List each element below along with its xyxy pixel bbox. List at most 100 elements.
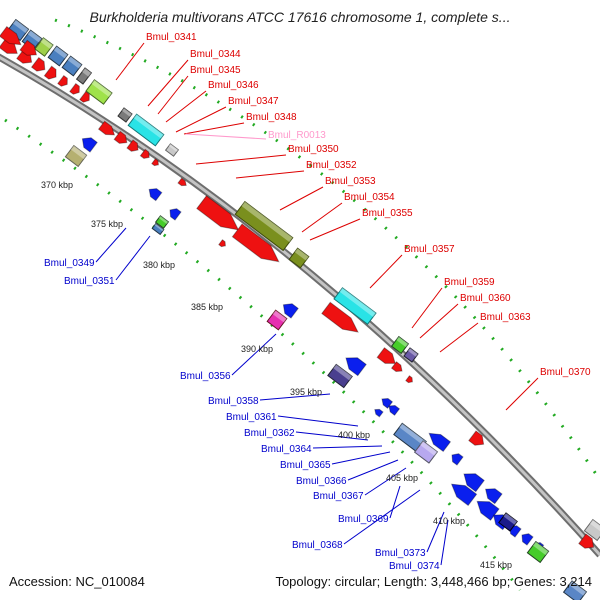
forward-gene-arrow[interactable]	[405, 375, 414, 384]
reverse-gene-arrow[interactable]	[449, 451, 464, 466]
accession-label: Accession: NC_010084	[9, 574, 145, 589]
gene-block[interactable]	[61, 55, 83, 77]
forward-gene-label[interactable]: Bmul_0360	[460, 293, 511, 304]
gene-block[interactable]	[151, 222, 165, 236]
gene-block[interactable]	[526, 540, 550, 564]
reverse-gene-arrow[interactable]	[79, 134, 98, 153]
rna-gene-label[interactable]: Bmul_R0013	[268, 130, 326, 141]
reverse-gene-arrow[interactable]	[473, 496, 500, 521]
reverse-gene-arrow[interactable]	[519, 531, 534, 546]
reverse-gene-arrow[interactable]	[380, 396, 394, 409]
gene-block[interactable]	[403, 347, 419, 363]
reverse-gene-label[interactable]: Bmul_0351	[64, 276, 115, 287]
forward-gene-arrow[interactable]	[390, 361, 405, 374]
forward-gene-label[interactable]: Bmul_0347	[228, 96, 279, 107]
forward-gene-arrow[interactable]	[79, 90, 92, 105]
forward-gene-arrow[interactable]	[231, 223, 283, 268]
gene-block[interactable]	[164, 143, 180, 157]
reverse-gene-label[interactable]: Bmul_0368	[292, 540, 343, 551]
gene-block[interactable]	[75, 67, 93, 85]
forward-gene-label[interactable]: Bmul_0350	[288, 144, 339, 155]
reverse-gene-arrow[interactable]	[482, 484, 503, 505]
forward-gene-label[interactable]: Bmul_0355	[362, 208, 413, 219]
reverse-gene-label[interactable]: Bmul_0362	[244, 428, 295, 439]
forward-gene-label[interactable]: Bmul_0357	[404, 244, 455, 255]
forward-gene-arrow[interactable]	[218, 239, 227, 248]
callout-line	[175, 106, 227, 133]
forward-gene-arrow[interactable]	[97, 120, 118, 139]
forward-gene-label[interactable]: Bmul_0341	[146, 32, 197, 43]
forward-gene-arrow[interactable]	[578, 533, 597, 552]
forward-gene-arrow[interactable]	[177, 177, 188, 188]
forward-gene-arrow[interactable]	[126, 139, 141, 154]
gene-block[interactable]	[85, 79, 113, 105]
gene-block[interactable]	[127, 113, 165, 147]
reverse-gene-label[interactable]: Bmul_0367	[313, 491, 364, 502]
gene-block[interactable]	[333, 287, 377, 325]
callout-line	[505, 377, 539, 411]
forward-gene-arrow[interactable]	[151, 158, 160, 167]
gene-block[interactable]	[327, 363, 353, 389]
gene-block[interactable]	[64, 144, 88, 168]
forward-gene-arrow[interactable]	[69, 82, 82, 97]
forward-gene-label[interactable]: Bmul_0344	[190, 49, 241, 60]
reverse-gene-arrow[interactable]	[280, 300, 299, 319]
gene-block[interactable]	[117, 107, 133, 123]
forward-gene-arrow[interactable]	[376, 347, 399, 368]
gene-block[interactable]	[562, 580, 588, 600]
forward-gene-arrow[interactable]	[468, 430, 487, 449]
reverse-gene-label[interactable]: Bmul_0374	[389, 561, 440, 572]
forward-gene-label[interactable]: Bmul_0354	[344, 192, 395, 203]
forward-gene-label[interactable]: Bmul_0352	[306, 160, 357, 171]
reverse-gene-label[interactable]: Bmul_0365	[280, 460, 331, 471]
outer-ruler	[54, 18, 600, 481]
reverse-gene-label[interactable]: Bmul_0349	[44, 258, 95, 269]
reverse-gene-label[interactable]: Bmul_0373	[375, 548, 426, 559]
forward-gene-arrow[interactable]	[43, 65, 59, 82]
gene-block[interactable]	[288, 247, 310, 269]
reverse-gene-label[interactable]: Bmul_0358	[208, 396, 259, 407]
forward-gene-arrow[interactable]	[196, 195, 243, 236]
reverse-gene-arrow[interactable]	[460, 468, 485, 493]
reverse-gene-label[interactable]: Bmul_0364	[261, 444, 312, 455]
gene-block[interactable]	[498, 512, 518, 532]
reverse-gene-label[interactable]: Bmul_0366	[296, 476, 347, 487]
forward-gene-label[interactable]: Bmul_0346	[208, 80, 259, 91]
reverse-gene-label[interactable]: Bmul_0356	[180, 371, 231, 382]
reverse-gene-arrow[interactable]	[167, 206, 182, 221]
gene-block[interactable]	[413, 440, 439, 464]
forward-gene-arrow[interactable]	[113, 130, 130, 146]
forward-gene-label[interactable]: Bmul_0370	[540, 367, 591, 378]
forward-gene-label[interactable]: Bmul_0363	[480, 312, 531, 323]
reverse-gene-arrow[interactable]	[387, 403, 401, 416]
forward-gene-arrow[interactable]	[0, 25, 24, 50]
callout-line	[343, 489, 421, 545]
gene-block[interactable]	[390, 335, 410, 355]
forward-gene-arrow[interactable]	[139, 148, 151, 160]
reverse-gene-label[interactable]: Bmul_0361	[226, 412, 277, 423]
callout-line	[165, 90, 207, 123]
forward-gene-label[interactable]: Bmul_0348	[246, 112, 297, 123]
forward-gene-arrow[interactable]	[57, 74, 70, 89]
reverse-gene-arrow[interactable]	[373, 407, 384, 418]
gene-block[interactable]	[234, 200, 294, 252]
forward-gene-label[interactable]: Bmul_0345	[190, 65, 241, 76]
reverse-gene-arrow[interactable]	[342, 352, 367, 377]
scale-label: 415 kbp	[480, 560, 512, 570]
gene-block[interactable]	[266, 309, 288, 331]
gene-block[interactable]	[583, 518, 600, 542]
forward-gene-label[interactable]: Bmul_0359	[444, 277, 495, 288]
reverse-gene-arrow[interactable]	[146, 185, 163, 202]
gene-block[interactable]	[47, 45, 69, 67]
forward-gene-arrow[interactable]	[321, 301, 362, 337]
forward-gene-arrow[interactable]	[30, 56, 49, 75]
gene-block[interactable]	[154, 215, 170, 229]
forward-gene-label[interactable]: Bmul_0353	[325, 176, 376, 187]
gene-block[interactable]	[34, 37, 54, 57]
callout-line	[195, 154, 287, 165]
reverse-gene-arrow[interactable]	[447, 479, 478, 507]
forward-gene-arrow[interactable]	[19, 39, 40, 59]
reverse-gene-label[interactable]: Bmul_0369	[338, 514, 389, 525]
reverse-gene-arrow[interactable]	[426, 429, 452, 453]
